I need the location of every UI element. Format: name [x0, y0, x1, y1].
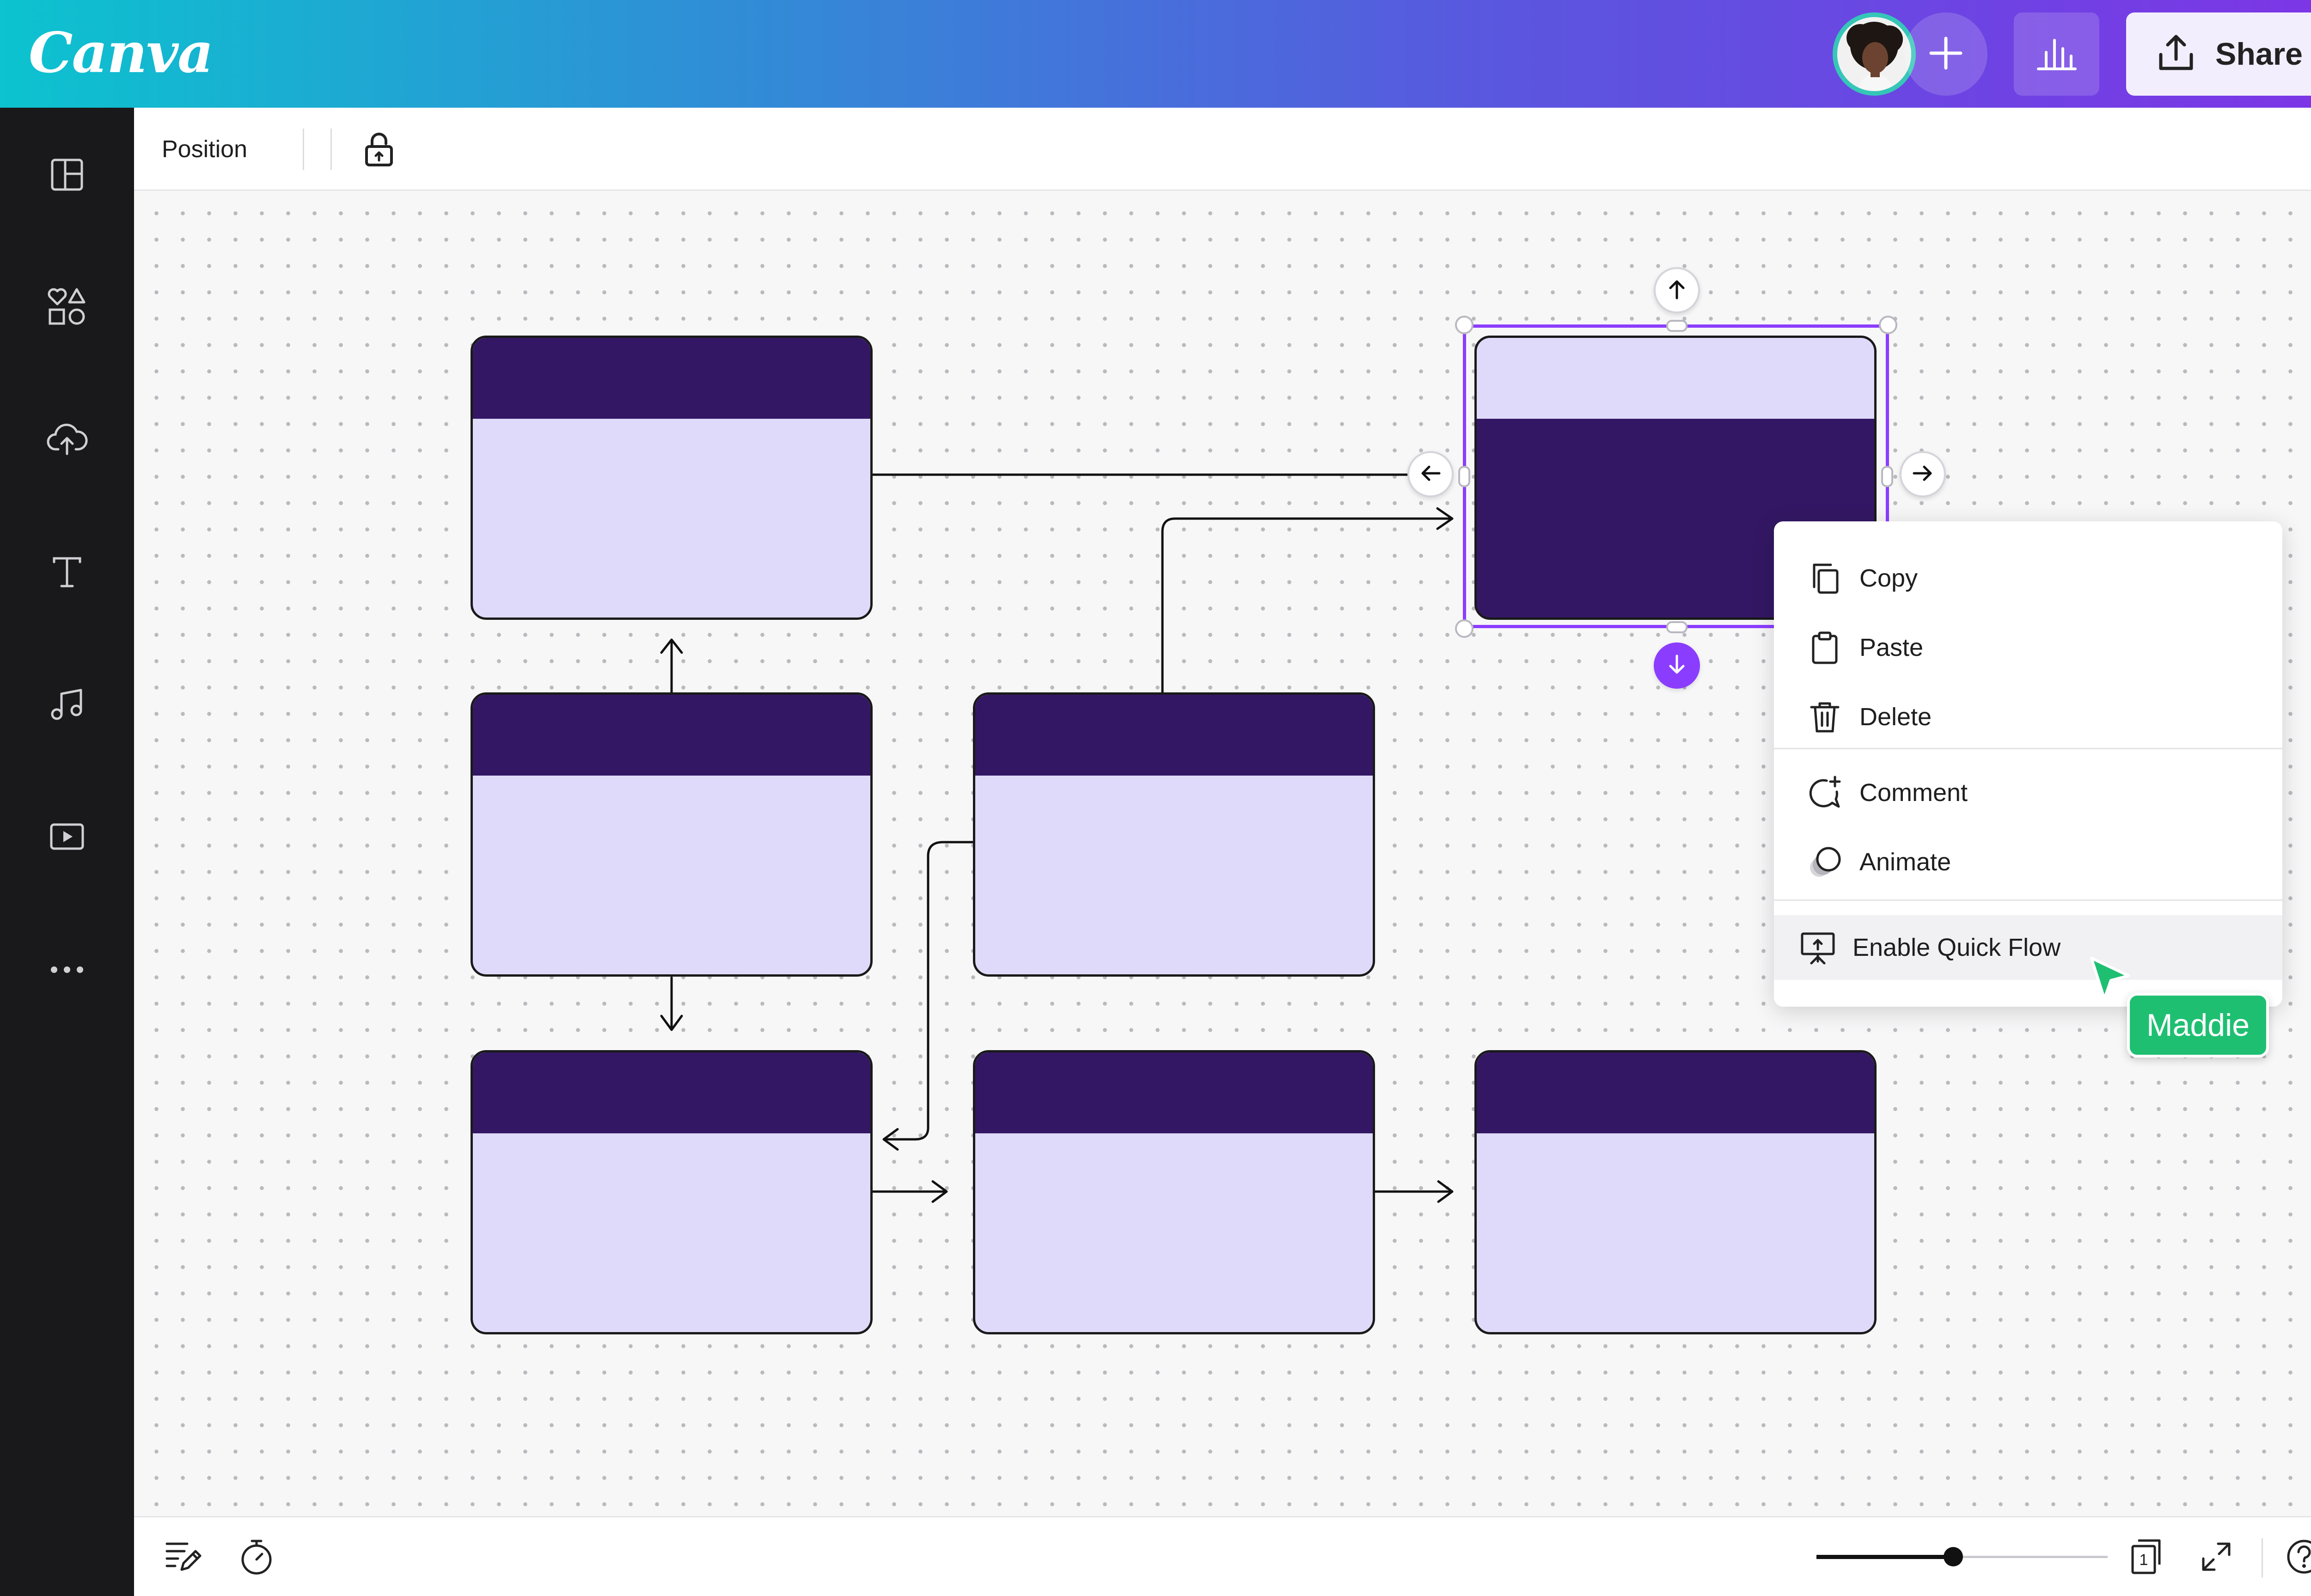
top-bar: Canva Share — [0, 0, 2311, 108]
context-menu: Copy Paste Delete Comment Animate Enable… — [1774, 521, 2282, 1007]
flow-card[interactable] — [1474, 1050, 1877, 1334]
flow-card[interactable] — [471, 336, 873, 620]
upload-cloud-icon[interactable] — [44, 416, 90, 462]
add-connector-right-button[interactable] — [1900, 451, 1946, 497]
timer-icon[interactable] — [231, 1531, 282, 1582]
text-icon[interactable] — [44, 549, 90, 595]
arrow-right-icon — [1911, 462, 1934, 487]
arrow-down-icon — [1665, 653, 1688, 679]
menu-item-label: Comment — [1859, 779, 1968, 807]
zoom-slider-fill — [1816, 1555, 1954, 1559]
connector-line — [871, 1180, 948, 1203]
connector-line — [1161, 507, 1454, 695]
unlock-icon[interactable] — [356, 126, 402, 172]
editor-toolbar: Position — [134, 108, 2311, 191]
resize-handle[interactable] — [1666, 320, 1687, 332]
connector-line — [882, 841, 974, 1151]
video-play-icon[interactable] — [44, 813, 90, 860]
menu-item-label: Enable Quick Flow — [1852, 934, 2061, 961]
insights-button[interactable] — [2014, 12, 2099, 96]
left-sidebar — [0, 108, 134, 1596]
add-connector-down-button[interactable] — [1654, 642, 1700, 689]
connector-line — [660, 638, 683, 695]
toolbar-divider — [330, 128, 332, 170]
share-button[interactable]: Share — [2126, 12, 2311, 96]
copy-icon — [1804, 557, 1846, 599]
resize-handle[interactable] — [1666, 621, 1687, 633]
card-header — [473, 338, 870, 419]
menu-item-copy[interactable]: Copy — [1774, 546, 2282, 611]
notes-icon[interactable] — [158, 1531, 209, 1582]
connector-line — [1373, 1180, 1454, 1203]
help-icon[interactable] — [2279, 1531, 2311, 1582]
position-button[interactable]: Position — [162, 136, 247, 163]
resize-handle[interactable] — [1455, 619, 1473, 638]
elements-shapes-icon[interactable] — [44, 283, 90, 330]
resize-handle[interactable] — [1458, 466, 1470, 487]
add-connector-up-button[interactable] — [1654, 267, 1700, 313]
collaborator-name-tag: Maddie — [2127, 993, 2269, 1058]
layout-panel-icon[interactable] — [44, 152, 90, 198]
pages-button[interactable]: 1 — [2121, 1531, 2172, 1582]
trash-icon — [1804, 696, 1846, 738]
card-header — [1477, 1052, 1874, 1133]
footer-divider — [2262, 1538, 2263, 1578]
card-header — [975, 1052, 1373, 1133]
fullscreen-icon[interactable] — [2191, 1531, 2242, 1582]
zoom-slider[interactable] — [1816, 1547, 2108, 1566]
zoom-slider-knob[interactable] — [1944, 1547, 1963, 1566]
share-label: Share — [2215, 37, 2303, 72]
animate-icon — [1804, 841, 1846, 883]
music-note-icon[interactable] — [44, 681, 90, 727]
menu-item-label: Delete — [1859, 703, 1932, 731]
page-number: 1 — [2140, 1551, 2148, 1569]
plus-icon — [1927, 35, 1964, 74]
arrow-up-icon — [1665, 278, 1688, 303]
menu-item-paste[interactable]: Paste — [1774, 615, 2282, 680]
card-header — [975, 695, 1373, 776]
pages-icon: 1 — [2131, 1539, 2161, 1574]
flow-card[interactable] — [471, 1050, 873, 1334]
clipboard-icon — [1804, 627, 1846, 668]
avatar[interactable] — [1833, 12, 1916, 96]
bottom-bar: 1 — [134, 1516, 2311, 1596]
arrow-left-icon — [1419, 462, 1442, 487]
menu-separator — [1774, 899, 2282, 901]
add-collaborator-button[interactable] — [1904, 12, 1987, 96]
card-header — [473, 695, 870, 776]
card-header — [1477, 338, 1874, 419]
resize-handle[interactable] — [1455, 316, 1473, 334]
add-connector-left-button[interactable] — [1407, 451, 1454, 497]
comment-add-icon — [1804, 772, 1846, 813]
menu-item-comment[interactable]: Comment — [1774, 760, 2282, 825]
menu-separator — [1774, 748, 2282, 749]
share-upload-icon — [2155, 32, 2197, 76]
menu-item-label: Animate — [1859, 848, 1951, 876]
connector-line — [660, 976, 683, 1031]
flow-card[interactable] — [973, 692, 1375, 977]
toolbar-divider — [303, 128, 304, 170]
collaborator-cursor-icon — [2087, 954, 2138, 1008]
chart-icon — [2036, 35, 2078, 74]
menu-item-enable-quick-flow[interactable]: Enable Quick Flow — [1774, 915, 2282, 980]
card-header — [473, 1052, 870, 1133]
resize-handle[interactable] — [1879, 316, 1897, 334]
more-dots-icon[interactable] — [44, 947, 90, 993]
menu-item-delete[interactable]: Delete — [1774, 685, 2282, 749]
resize-handle[interactable] — [1881, 466, 1893, 487]
menu-item-label: Copy — [1859, 564, 1918, 592]
canva-logo[interactable]: Canva — [29, 20, 214, 86]
menu-item-label: Paste — [1859, 634, 1924, 661]
menu-item-animate[interactable]: Animate — [1774, 830, 2282, 894]
presentation-icon — [1797, 927, 1839, 968]
flow-card[interactable] — [973, 1050, 1375, 1334]
flow-card[interactable] — [471, 692, 873, 977]
